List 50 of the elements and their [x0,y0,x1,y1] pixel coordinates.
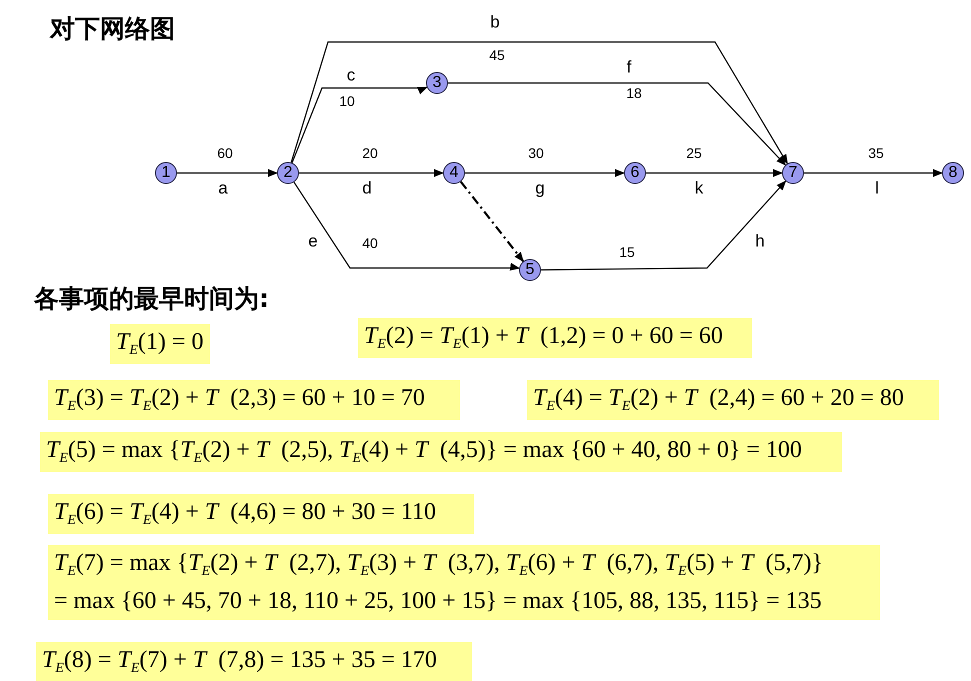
duration-label: 45 [489,48,505,62]
formula: T$_{E}$(7) = max {T$_{E}$(2) + T (2,7), T$_{E}$(3) + T (3,7), T$_{E}$(6) + T (6,7), T$_{E}$(5) + T (5,7)} [54,549,824,581]
event-circle: 5 [519,259,541,281]
title: 对下网络图 [50,13,175,45]
arrow [448,82,786,166]
edge-label: h [755,232,765,250]
arrow [646,169,783,177]
arrow [177,169,278,177]
formula: T$_{E}$(8) = T$_{E}$(7) + T (7,8) = 135 + 35 = 170 [42,646,438,678]
edge-label: c [346,66,356,84]
duration-label: 15 [619,245,635,259]
edge-label: k [694,180,704,196]
event-circle: 1 [155,162,177,184]
event-circle: 3 [426,72,448,94]
formula: T$_{E}$(3) = T$_{E}$(2) + T (2,3) = 60 + 10 = 70 [54,384,426,416]
arrow [299,169,444,177]
arrow [541,180,786,270]
formula: T$_{E}$(4) = T$_{E}$(2) + T (2,4) = 60 + 20 = 80 [533,384,905,416]
edge-label: e [308,232,318,250]
duration-label: 18 [626,86,642,100]
duration-label: 40 [362,236,378,250]
duration-label: 35 [868,146,884,160]
event-circle: 2 [277,162,299,184]
arrow [465,169,625,177]
edge-label: f [626,58,632,76]
formula: T$_{E}$(5) = max {T$_{E}$(2) + T (2,5), T$_{E}$(4) + T (4,5)} = max {60 + 40, 80 + 0} = 100 [46,436,803,468]
event-circle: 7 [782,162,804,184]
formula: T$_{E}$(2) = T$_{E}$(1) + T (1,2) = 0 + 60 = 60 [364,322,724,354]
arrow [290,41,788,164]
duration-label: 10 [339,94,355,108]
edge-label: b [490,14,500,30]
heading: 各事项的最早时间为: [34,283,269,315]
duration-label: 25 [686,146,702,160]
arrow [292,86,428,163]
event-circle: 6 [624,162,646,184]
edge-label: l [875,180,879,196]
formula: = max {60 + 45, 70 + 18, 110 + 25, 100 + 15} = max {105, 88, 135, 115} = 135 [54,586,823,616]
event-circle: 8 [942,162,964,184]
arrow [294,182,520,271]
formula: T$_{E}$(6) = T$_{E}$(4) + T (4,6) = 80 + 30 = 110 [54,498,437,530]
edge-label: d [362,180,372,196]
duration-label: 60 [217,146,233,160]
event-circle: 4 [443,162,465,184]
edge-label: a [218,180,228,196]
dashed-arrow [460,180,524,262]
duration-label: 20 [362,146,378,160]
edge-label: g [535,180,545,196]
formula: T$_{E}$(1) = 0 [116,328,204,360]
duration-label: 30 [528,146,544,160]
arrow [804,169,943,177]
